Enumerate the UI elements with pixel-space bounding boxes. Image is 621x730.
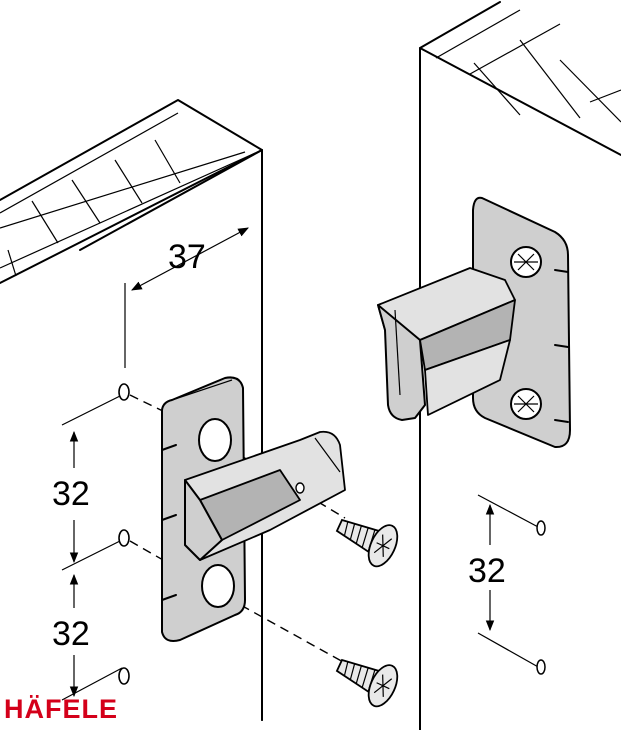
mounting-hole-icon — [118, 383, 130, 401]
brand-logo: HÄFELE — [4, 694, 118, 724]
right-vertical-dimension: 32 — [468, 494, 546, 675]
mounting-hole-icon — [536, 659, 546, 675]
connector-bracket-icon — [161, 376, 346, 642]
dimension-37-label: 37 — [168, 238, 206, 276]
mounting-hole-icon — [118, 667, 130, 685]
screw-icon — [335, 518, 399, 568]
dimension-37: 37 — [124, 227, 249, 368]
screw-icon — [335, 658, 399, 708]
dimension-32-upper-label: 32 — [52, 475, 90, 513]
dimension-32-lower-label: 32 — [52, 615, 90, 653]
left-vertical-dimensions: 32 32 — [52, 383, 130, 701]
mounting-hole-icon — [118, 529, 130, 547]
mounting-hole-icon — [536, 520, 546, 536]
dimension-32-right-label: 32 — [468, 552, 506, 590]
receiver-bracket-icon — [377, 196, 571, 449]
